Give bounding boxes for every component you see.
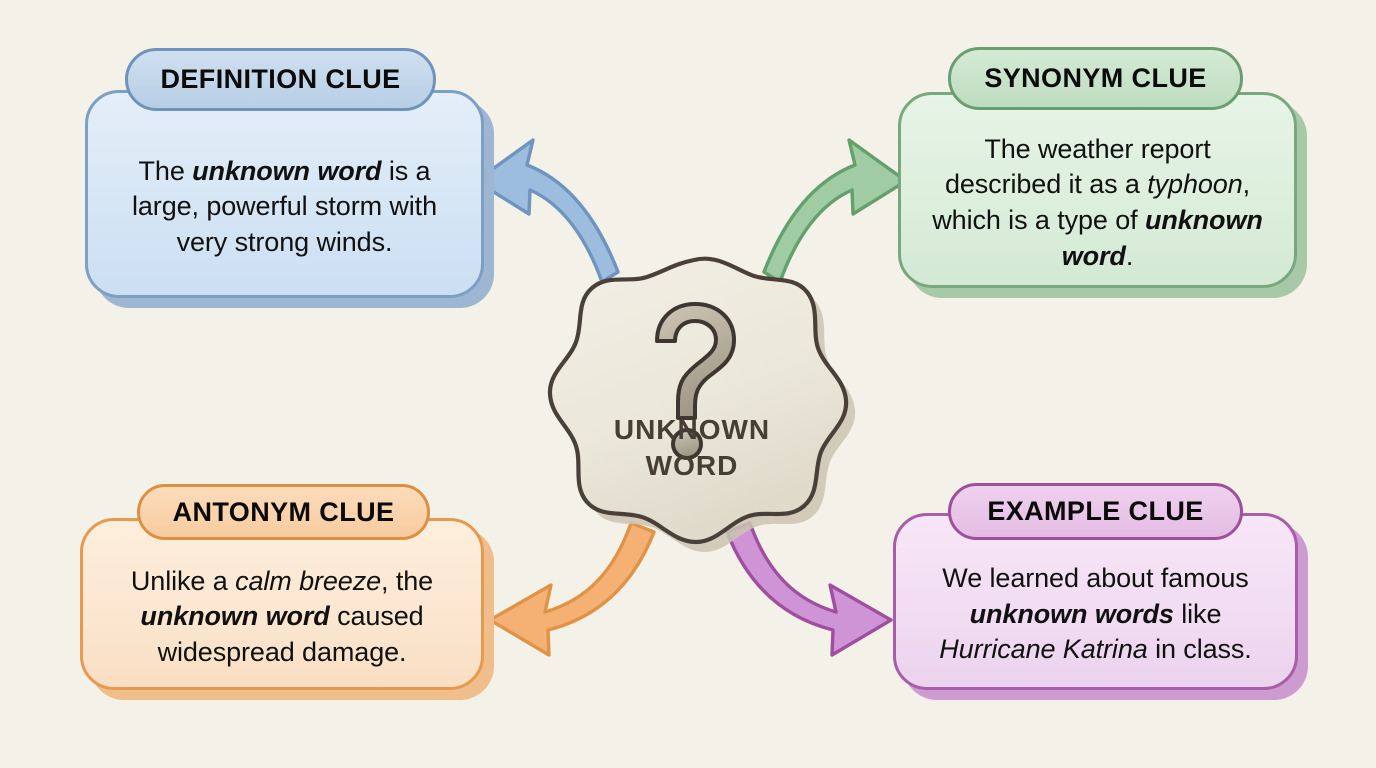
text-part: , which is a type of: [932, 169, 1251, 235]
definition-clue-title[interactable]: DEFINITION CLUE: [125, 48, 436, 111]
text-part-emphasis: unknown word: [140, 601, 330, 632]
text-part-emphasis: unknown word: [192, 155, 382, 186]
text-part: is a large, powerful storm with very str…: [131, 155, 437, 257]
antonym-clue-text: Unlike a calm breeze, the unknown word c…: [83, 538, 481, 671]
antonym-clue-title-label: ANTONYM CLUE: [172, 496, 395, 527]
antonym-clue-card[interactable]: Unlike a calm breeze, the unknown word c…: [80, 518, 484, 690]
text-part: We learned about famous: [942, 563, 1249, 594]
question-mark-icon: [655, 302, 736, 460]
text-part: in class.: [1147, 634, 1252, 665]
antonym-clue-title[interactable]: ANTONYM CLUE: [137, 484, 430, 540]
example-clue-card[interactable]: We learned about famous unknown words li…: [893, 513, 1298, 690]
synonym-clue-card[interactable]: The weather report described it as a typ…: [898, 92, 1297, 288]
text-part-emphasis: unknown words: [969, 598, 1174, 629]
example-clue-title-label: EXAMPLE CLUE: [987, 496, 1204, 526]
text-part: .: [1125, 240, 1134, 271]
synonym-clue-text: The weather report described it as a typ…: [901, 106, 1294, 275]
definition-clue-card[interactable]: The unknown word is a large, powerful st…: [85, 90, 484, 298]
text-part: like: [1173, 598, 1222, 629]
example-clue-title[interactable]: EXAMPLE CLUE: [948, 483, 1243, 540]
synonym-clue-title[interactable]: SYNONYM CLUE: [948, 47, 1243, 110]
text-part-emphasis: typhoon: [1147, 169, 1243, 200]
synonym-clue-title-label: SYNONYM CLUE: [984, 63, 1207, 93]
text-part-emphasis: Hurricane Katrina: [939, 634, 1148, 665]
center-blob-shape: [547, 256, 856, 552]
text-part: , the: [381, 565, 434, 596]
text-part-emphasis: unknown word: [1061, 205, 1263, 271]
text-part: The: [138, 155, 193, 186]
text-part: caused widespread damage.: [157, 601, 424, 667]
text-part: Unlike a: [130, 565, 236, 596]
text-part: The weather report described it as a: [944, 133, 1211, 200]
definition-clue-title-label: DEFINITION CLUE: [160, 64, 401, 94]
example-clue-text: We learned about famous unknown words li…: [896, 535, 1295, 668]
definition-clue-text: The unknown word is a large, powerful st…: [88, 128, 481, 261]
center-node-unknown-word[interactable]: UNKNOWN WORD: [522, 246, 862, 556]
text-part-emphasis: calm breeze: [235, 565, 382, 596]
